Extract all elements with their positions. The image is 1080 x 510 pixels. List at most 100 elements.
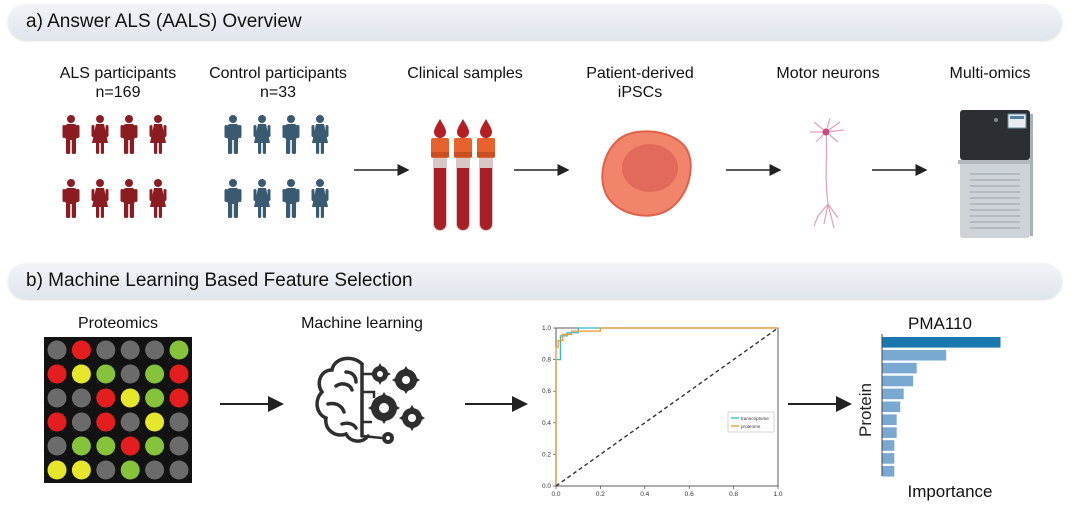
proteomics-dot [145, 436, 165, 456]
proteomics-dots [47, 340, 189, 480]
x-tick-label: 0.8 [729, 491, 738, 498]
x-tick-label: 0.0 [551, 491, 560, 498]
proteomics-dot [120, 412, 140, 432]
roc-transcriptome-line [555, 327, 778, 486]
section-b-title: b) Machine Learning Based Feature Select… [26, 270, 413, 291]
female-person-icon [311, 179, 329, 218]
proteomics-dot [47, 412, 67, 432]
importance-bar [882, 453, 895, 464]
x-tick-label: 0.6 [685, 491, 694, 498]
proteomics-dot [145, 460, 165, 480]
importance-bar-chart [881, 334, 1001, 477]
proteomics-dot [96, 364, 116, 384]
female-person-icon [311, 115, 329, 154]
proteomics-label: Proteomics [77, 315, 159, 332]
roc-proteome-line [555, 327, 778, 486]
brain-gears-icon [315, 356, 425, 444]
flow-arrows-a [354, 164, 928, 176]
y-tick-label: 0.2 [542, 451, 551, 458]
proteomics-dot [120, 436, 140, 456]
male-person-icon [224, 115, 242, 154]
male-person-icon [282, 115, 300, 154]
male-person-icon [120, 179, 138, 218]
female-person-icon [91, 115, 109, 154]
clinical-samples-label: Clinical samples [407, 65, 523, 82]
section-a-banner: a) Answer ALS (AALS) Overview [8, 4, 1062, 40]
proteomics-dot [169, 364, 189, 384]
proteomics-dot [120, 364, 140, 384]
ipsc-label-line1: Patient-derived [586, 65, 694, 82]
flow-arrows-b [220, 396, 852, 412]
male-person-icon [62, 115, 80, 154]
importance-ylabel: Protein [856, 383, 875, 437]
proteomics-dot [169, 436, 189, 456]
control-label-text: Control participants [209, 65, 347, 82]
importance-bar [882, 466, 895, 477]
proteomics-dot [145, 412, 165, 432]
proteomics-dot [47, 340, 67, 360]
male-person-icon [282, 179, 300, 218]
multi-omics-label: Multi-omics [949, 65, 1031, 82]
importance-bar [882, 440, 895, 451]
importance-bar [882, 427, 897, 438]
x-tick-label: 0.4 [640, 491, 649, 498]
proteomics-dot [120, 460, 140, 480]
proteomics-dot [47, 460, 67, 480]
blood-tubes-icon [431, 119, 495, 231]
proteomics-dot [96, 340, 116, 360]
female-person-icon [149, 179, 167, 218]
male-person-icon [62, 179, 80, 218]
y-tick-label: 0.4 [542, 420, 551, 427]
female-person-icon [149, 115, 167, 154]
control-count: n=33 [259, 84, 297, 101]
roc-chance-line [555, 327, 779, 487]
proteomics-dot [169, 388, 189, 408]
proteomics-grid [44, 337, 192, 483]
mass-spectrometer-icon [958, 110, 1033, 238]
als-count: n=169 [95, 84, 141, 101]
proteomics-dot [169, 460, 189, 480]
proteomics-dot [145, 364, 165, 384]
ipsc-label: Patient-derived iPSCs [570, 64, 710, 102]
x-tick-label: 1.0 [773, 491, 782, 498]
proteomics-dot [71, 340, 91, 360]
blood-drop-icon [434, 119, 492, 138]
y-tick-label: 0.0 [542, 483, 551, 490]
x-tick-label: 0.2 [596, 491, 605, 498]
male-person-icon [224, 179, 242, 218]
motor-neurons-label: Motor neurons [776, 65, 880, 82]
als-label-text: ALS participants [59, 65, 177, 82]
importance-bar [882, 375, 914, 387]
roc-legend [727, 411, 775, 433]
proteomics-dot [47, 436, 67, 456]
legend-entry: transcriptome [741, 416, 769, 421]
proteomics-dot [169, 412, 189, 432]
proteomics-dot [96, 436, 116, 456]
importance-bar [882, 337, 1001, 348]
proteomics-dot [71, 364, 91, 384]
proteomics-dot [145, 340, 165, 360]
als-participants-label: ALS participants n=169 [38, 64, 198, 102]
y-tick-label: 1.0 [542, 325, 551, 332]
proteomics-dot [71, 412, 91, 432]
importance-chart-title: PMA110 [908, 314, 972, 333]
proteomics-dot [120, 340, 140, 360]
section-b-banner: b) Machine Learning Based Feature Select… [8, 263, 1062, 299]
female-person-icon [253, 115, 271, 154]
female-person-icon [91, 179, 109, 218]
male-person-icon [120, 115, 138, 154]
importance-bar [882, 362, 917, 374]
ipsc-label-line2: iPSCs [617, 84, 663, 101]
proteomics-dot [71, 388, 91, 408]
importance-bar [882, 414, 897, 425]
proteomics-dot [47, 364, 67, 384]
motor-neuron-icon [810, 117, 845, 229]
legend-entry: proteome [741, 424, 761, 429]
female-person-icon [253, 179, 271, 218]
proteomics-dot [120, 388, 140, 408]
proteomics-dot [169, 340, 189, 360]
machine-learning-label: Machine learning [301, 315, 423, 332]
control-participants-label: Control participants n=33 [190, 64, 366, 102]
proteomics-dot [71, 460, 91, 480]
